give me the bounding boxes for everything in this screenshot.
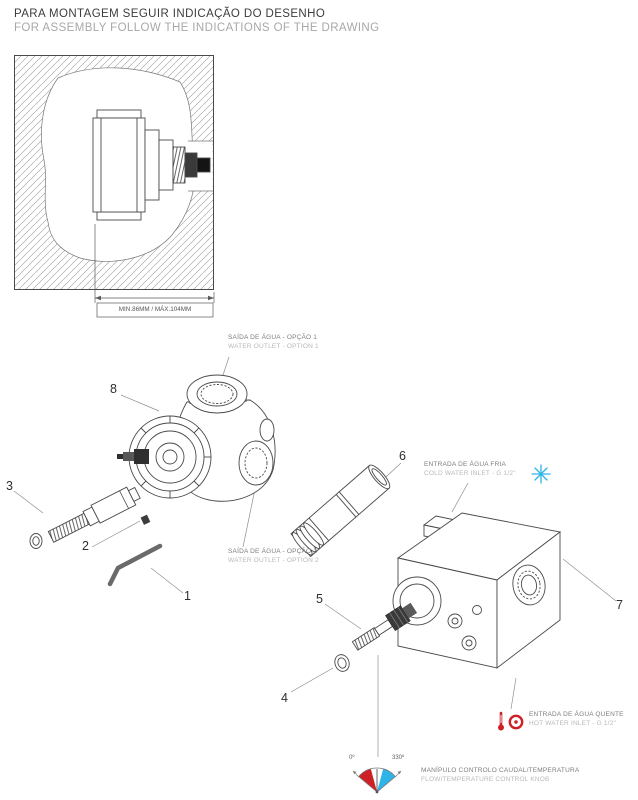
part-callout-1: 1	[184, 589, 191, 603]
part-callout-3: 3	[6, 479, 13, 493]
dial-drawing	[352, 767, 402, 794]
dial-end-label: 330º	[392, 755, 405, 761]
knob-label-pt: MANÍPULO CONTROLO CAUDAL/TEMPERATURA	[421, 767, 580, 774]
outlet1-label-pt: SAÍDA DE ÁGUA - OPÇÃO 1	[228, 334, 318, 341]
part2-screw-drawing	[140, 514, 151, 525]
part3-cartridge-drawing	[29, 486, 141, 549]
outlet2-label-en: WATER OUTLET - OPTION 2	[228, 557, 319, 564]
part5-stem-drawing	[351, 602, 418, 651]
cold-inlet-label-pt: ENTRADA DE ÁGUA FRIA	[424, 461, 507, 468]
part1-allen-key-drawing	[107, 543, 163, 587]
part-callout-6: 6	[399, 449, 406, 463]
part-callout-2: 2	[82, 539, 89, 553]
dimension-lines	[94, 224, 215, 318]
outlet1-label-en: WATER OUTLET - OPTION 1	[228, 343, 319, 350]
dial-start-label: 0º	[349, 755, 355, 761]
wall-section-drawing	[14, 55, 215, 318]
part-callout-4: 4	[281, 691, 288, 705]
knob-label-en: FLOW/TEMPERATURE CONTROL KNOB	[421, 776, 550, 783]
part-callout-7: 7	[616, 598, 623, 612]
dimension-label: MIN.86MM / MÁX.104MM	[118, 306, 192, 313]
header-title-en: FOR ASSEMBLY FOLLOW THE INDICATIONS OF T…	[14, 22, 380, 34]
part6-extension-drawing	[290, 464, 391, 558]
snowflake-icon	[531, 464, 551, 484]
valve-body-drawing	[117, 374, 276, 502]
header-title-pt: PARA MONTAGEM SEGUIR INDICAÇÃO DO DESENH…	[14, 8, 326, 20]
part4-oring-drawing	[334, 654, 350, 672]
part7-block-drawing	[392, 512, 562, 669]
part-callout-8: 8	[110, 382, 117, 396]
leader-lines	[13, 356, 617, 757]
part-callout-5: 5	[316, 592, 323, 606]
hot-inlet-label-en: HOT WATER INLET - G 1/2"	[529, 720, 617, 727]
outlet2-label-pt: SAÍDA DE ÁGUA - OPÇÃO 2	[228, 548, 318, 555]
embedded-valve-drawing	[92, 109, 211, 221]
hot-inlet-label-pt: ENTRADA DE ÁGUA QUENTE	[529, 711, 624, 718]
cold-inlet-label-en: COLD WATER INLET - G 1/2"	[424, 470, 516, 477]
thermometer-icon	[498, 711, 524, 731]
